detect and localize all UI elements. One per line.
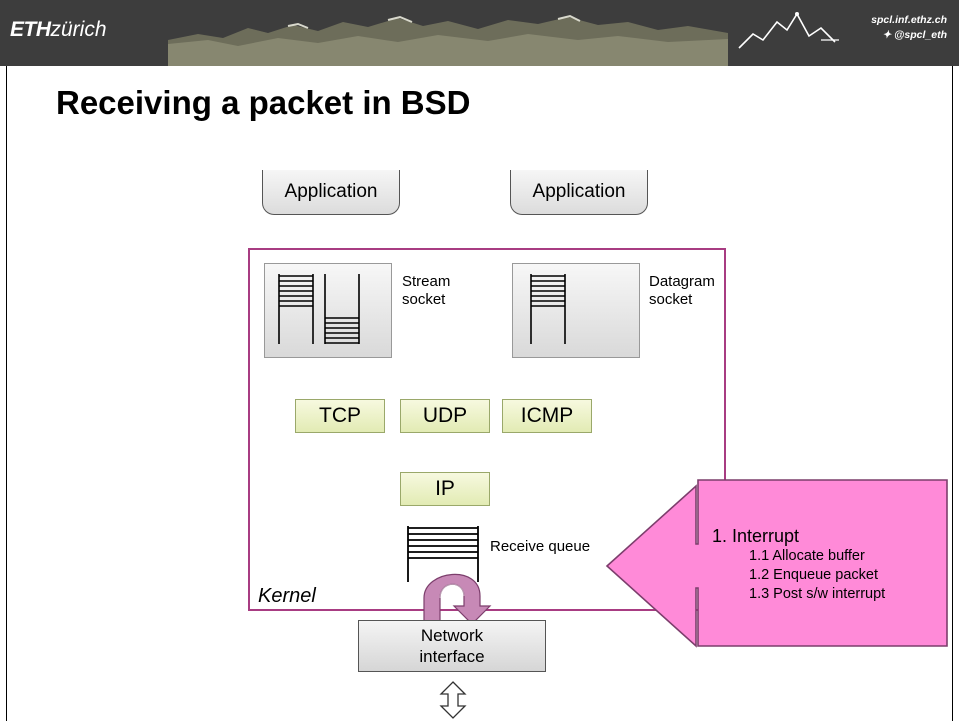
eth-logo-text: zürich <box>50 18 107 41</box>
nic-label-2: interface <box>419 647 485 666</box>
receive-queue-icon <box>407 526 479 582</box>
header-handle: ✦ @spcl_eth <box>882 29 947 41</box>
bird-icon: ✦ <box>882 29 892 41</box>
stream-socket-box <box>264 263 392 358</box>
slide-header: ETHzürich spcl.inf.ethz.ch ✦ @spcl_eth <box>0 0 959 66</box>
header-url: spcl.inf.ethz.ch <box>871 14 947 26</box>
callout-step-1: 1.1 Allocate buffer <box>749 548 865 564</box>
icmp-box: ICMP <box>502 399 592 433</box>
datagram-socket-box <box>512 263 640 358</box>
eth-logo: ETHzürich <box>10 18 107 42</box>
enqueue-curved-arrow <box>423 573 492 627</box>
callout-step-2: 1.2 Enqueue packet <box>749 567 878 583</box>
callout-main-step: 1. Interrupt <box>712 526 800 546</box>
stream-socket-queues <box>278 274 360 344</box>
receive-queue-label: Receive queue <box>490 538 591 555</box>
stream-socket-label-1: Stream <box>402 273 451 290</box>
stream-socket-label: Stream socket <box>402 273 450 309</box>
header-handle-text: @spcl_eth <box>894 29 947 41</box>
stream-socket-label-2: socket <box>402 291 446 308</box>
up-down-arrow-icon <box>439 681 467 719</box>
interrupt-callout-text: 1. Interrupt 1.1 Allocate buffer 1.2 Enq… <box>712 526 885 604</box>
spcl-logo-icon <box>738 12 839 49</box>
datagram-socket-queue <box>530 274 566 344</box>
slide-title: Receiving a packet in BSD <box>56 84 471 121</box>
nic-label-1: Network <box>420 626 484 645</box>
network-interface-box: Network interface <box>358 620 546 672</box>
slide-frame-right <box>952 66 953 721</box>
kernel-label: Kernel <box>258 585 316 607</box>
application-box-right: Application <box>510 170 648 215</box>
ip-box: IP <box>400 472 490 506</box>
datagram-socket-label-2: socket <box>649 291 693 308</box>
callout-step-3: 1.3 Post s/w interrupt <box>749 586 886 602</box>
udp-box: UDP <box>400 399 490 433</box>
interrupt-callout-arrow <box>605 479 948 648</box>
datagram-socket-label-1: Datagram <box>649 273 715 290</box>
datagram-socket-label: Datagram socket <box>649 273 715 309</box>
slide-frame-left <box>6 66 7 721</box>
kernel-boundary <box>248 248 726 611</box>
mountain-panorama <box>168 14 728 66</box>
tcp-box: TCP <box>295 399 385 433</box>
eth-logo-bold: ETH <box>10 18 51 41</box>
application-box-left: Application <box>262 170 400 215</box>
